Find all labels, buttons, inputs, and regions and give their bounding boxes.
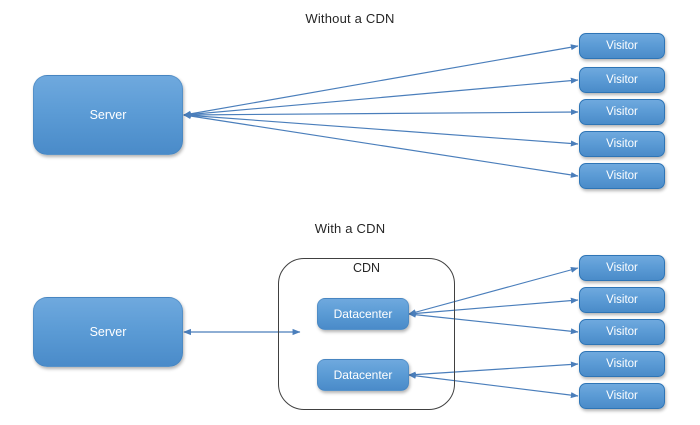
datacenter-node-1-label: Datacenter bbox=[333, 307, 393, 321]
server-node-bottom[interactable]: Server bbox=[33, 297, 183, 367]
section-title-without-cdn: Without a CDN bbox=[305, 11, 395, 26]
visitor-node-bottom-3-label: Visitor bbox=[606, 326, 638, 338]
top-server-visitor-links bbox=[183, 44, 579, 178]
visitor-node-top-5-label: Visitor bbox=[606, 170, 638, 182]
visitor-node-bottom-3[interactable]: Visitor bbox=[579, 319, 665, 345]
visitor-node-bottom-5[interactable]: Visitor bbox=[579, 383, 665, 409]
visitor-node-top-1[interactable]: Visitor bbox=[579, 33, 665, 59]
visitor-node-bottom-2[interactable]: Visitor bbox=[579, 287, 665, 313]
section-title-with-cdn: With a CDN bbox=[314, 221, 386, 236]
datacenter-node-2-label: Datacenter bbox=[333, 368, 393, 382]
cdn-container bbox=[278, 258, 455, 410]
visitor-node-top-4[interactable]: Visitor bbox=[579, 131, 665, 157]
datacenter-node-1[interactable]: Datacenter bbox=[317, 298, 409, 330]
server-node-top-label: Server bbox=[89, 108, 127, 122]
visitor-node-bottom-4[interactable]: Visitor bbox=[579, 351, 665, 377]
server-node-top[interactable]: Server bbox=[33, 75, 183, 155]
visitor-node-top-2[interactable]: Visitor bbox=[579, 67, 665, 93]
visitor-node-bottom-2-label: Visitor bbox=[606, 294, 638, 306]
visitor-node-bottom-5-label: Visitor bbox=[606, 390, 638, 402]
visitor-node-top-3[interactable]: Visitor bbox=[579, 99, 665, 125]
datacenter-node-2[interactable]: Datacenter bbox=[317, 359, 409, 391]
visitor-node-top-3-label: Visitor bbox=[606, 106, 638, 118]
server-node-bottom-label: Server bbox=[89, 325, 127, 339]
visitor-node-top-1-label: Visitor bbox=[606, 40, 638, 52]
visitor-node-bottom-4-label: Visitor bbox=[606, 358, 638, 370]
visitor-node-bottom-1-label: Visitor bbox=[606, 262, 638, 274]
cdn-container-label: CDN bbox=[352, 261, 381, 275]
visitor-node-top-4-label: Visitor bbox=[606, 138, 638, 150]
visitor-node-bottom-1[interactable]: Visitor bbox=[579, 255, 665, 281]
visitor-node-top-5[interactable]: Visitor bbox=[579, 163, 665, 189]
visitor-node-top-2-label: Visitor bbox=[606, 74, 638, 86]
